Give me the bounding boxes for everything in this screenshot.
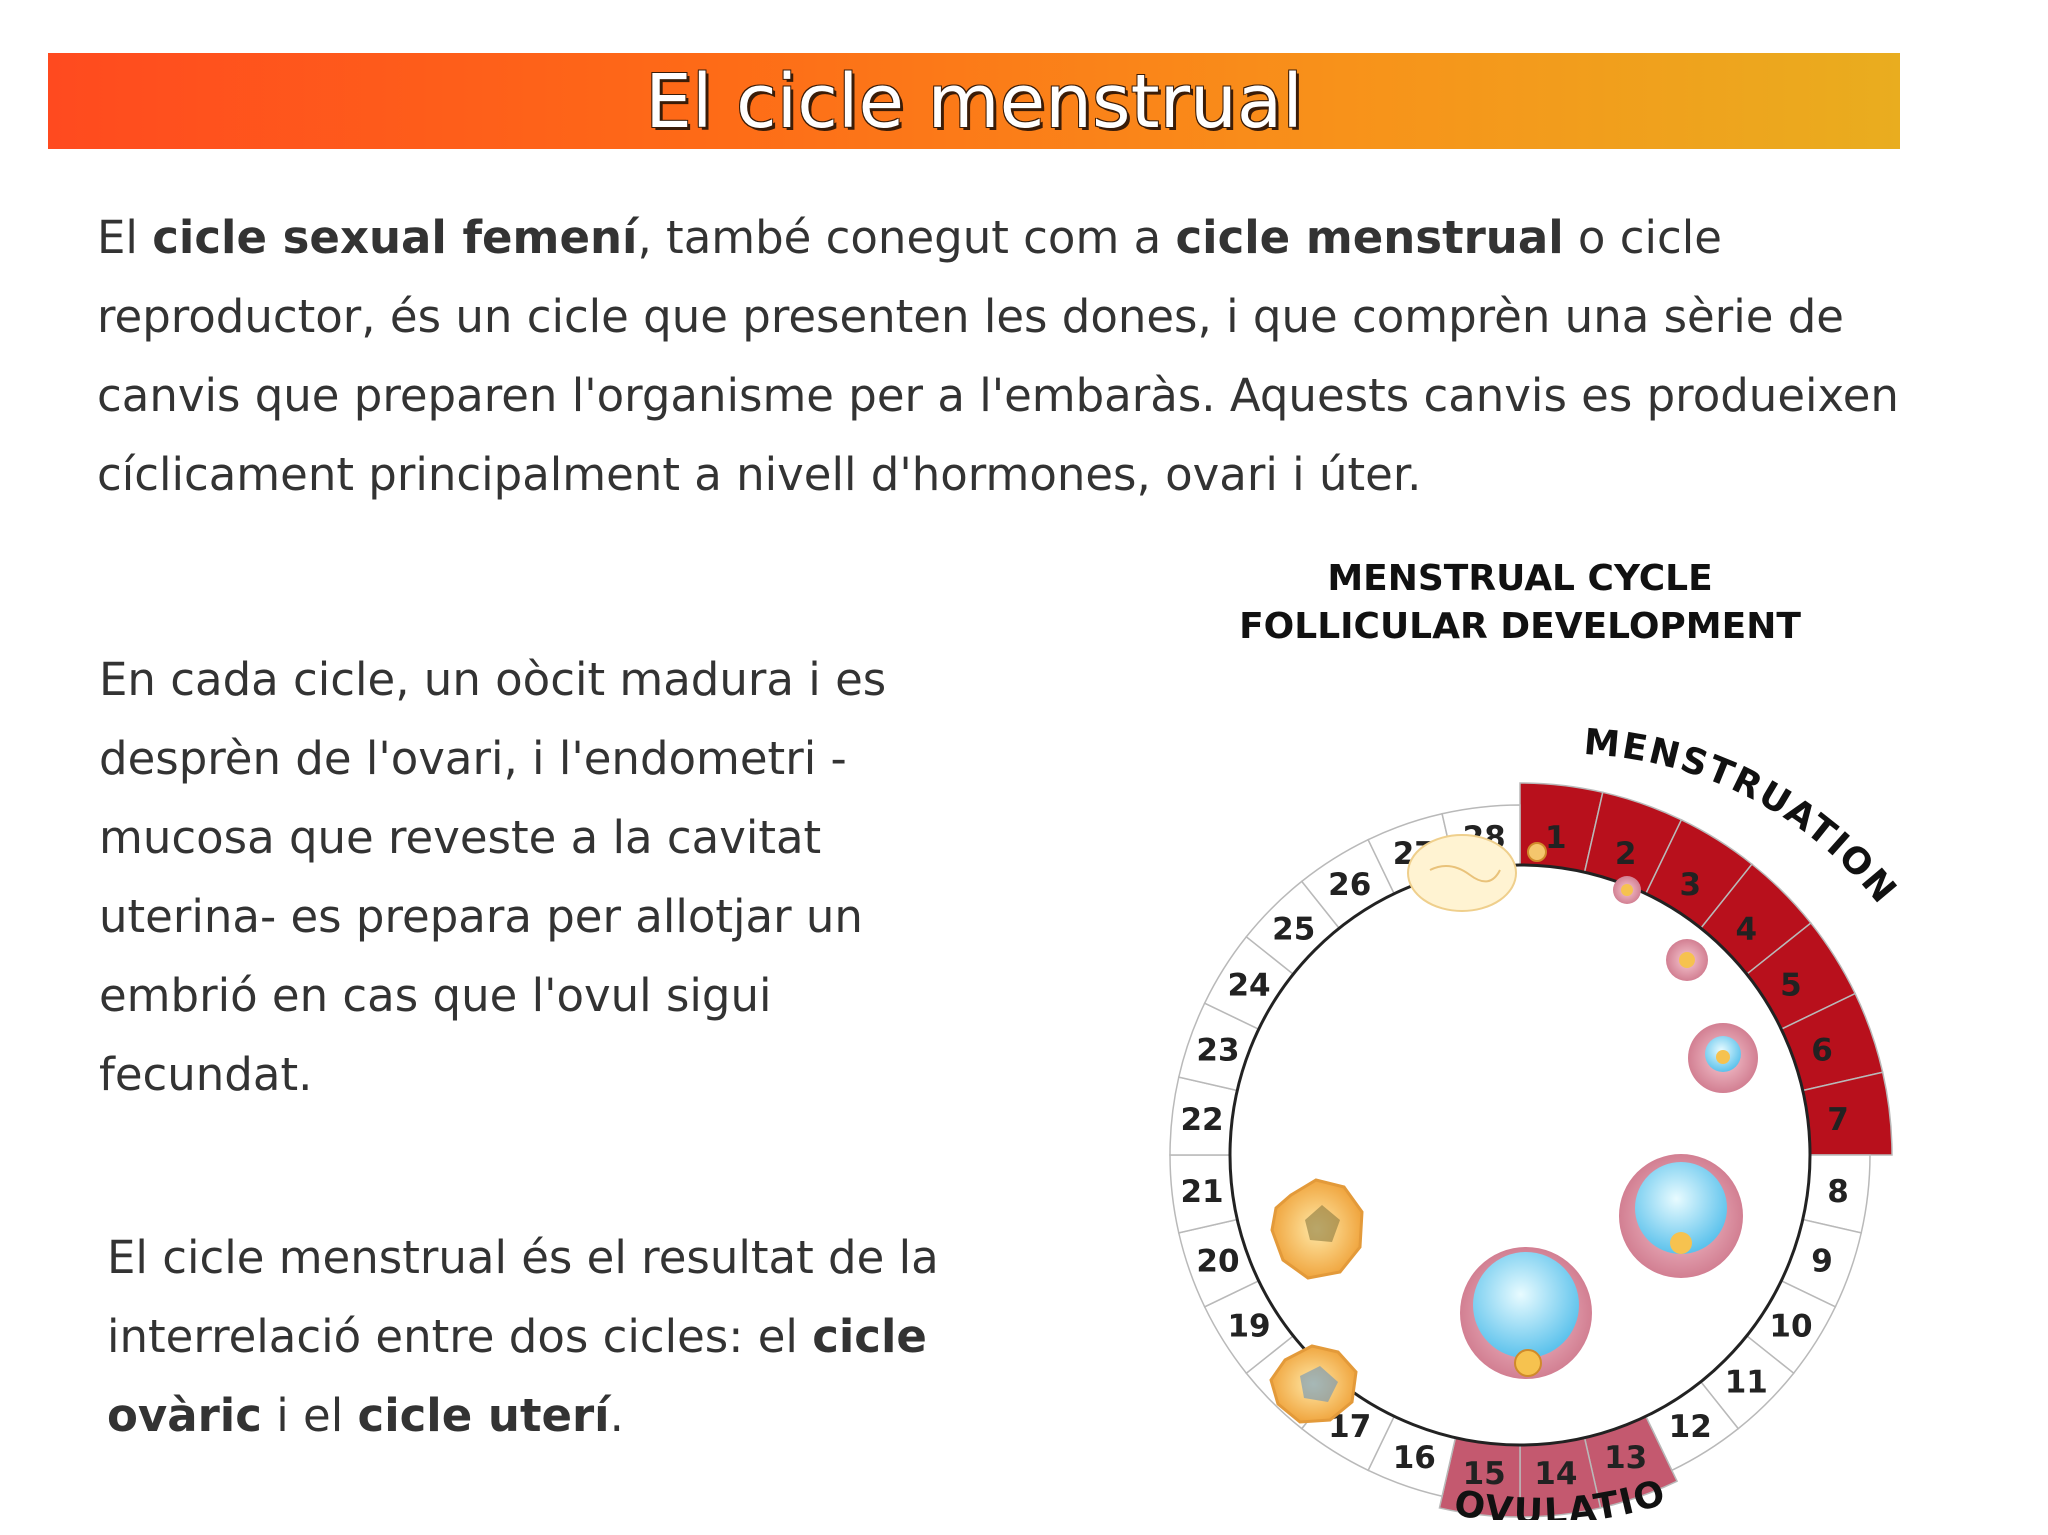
day-label-16: 16 bbox=[1393, 1440, 1436, 1476]
cycles-paragraph: El cicle menstrual és el resultat de la … bbox=[107, 1218, 987, 1455]
day-label-20: 20 bbox=[1196, 1244, 1239, 1280]
intro-paragraph: El cicle sexual femení, també conegut co… bbox=[97, 198, 1977, 514]
day-label-8: 8 bbox=[1827, 1174, 1849, 1210]
day-label-7: 7 bbox=[1827, 1102, 1849, 1138]
diagram-title-line1: MENSTRUAL CYCLE bbox=[1327, 558, 1712, 599]
corpus-albicans bbox=[1407, 834, 1517, 912]
menstrual-cycle-diagram: MENSTRUAL CYCLE FOLLICULAR DEVELOPMENT 1… bbox=[1140, 540, 1903, 1520]
ring-inner-circle bbox=[1228, 863, 1812, 1447]
day-label-24: 24 bbox=[1227, 968, 1270, 1004]
day-label-14: 14 bbox=[1534, 1456, 1577, 1492]
day-label-10: 10 bbox=[1769, 1308, 1812, 1344]
intro-bold-cicle-sexual: cicle sexual femení bbox=[152, 211, 638, 264]
day-label-2: 2 bbox=[1615, 836, 1637, 872]
day-label-15: 15 bbox=[1463, 1456, 1506, 1492]
day-label-22: 22 bbox=[1180, 1102, 1223, 1138]
follicle-stage-1 bbox=[1527, 842, 1547, 862]
day-label-26: 26 bbox=[1328, 867, 1371, 903]
day-label-3: 3 bbox=[1679, 867, 1701, 903]
oocyte-paragraph: En cada cicle, un oòcit madura i es desp… bbox=[99, 653, 887, 1101]
day-label-23: 23 bbox=[1196, 1032, 1239, 1068]
p3-text-1: El cicle menstrual és el resultat de la … bbox=[107, 1231, 939, 1363]
diagram-title-line2: FOLLICULAR DEVELOPMENT bbox=[1239, 606, 1801, 647]
page-title: El cicle menstrual bbox=[645, 59, 1303, 145]
day-label-19: 19 bbox=[1227, 1308, 1270, 1344]
day-label-11: 11 bbox=[1725, 1364, 1768, 1400]
title-bar: El cicle menstrual bbox=[48, 53, 1900, 149]
day-label-9: 9 bbox=[1811, 1244, 1833, 1280]
p3-bold-cicle-uteri: cicle uterí bbox=[357, 1389, 610, 1442]
cycle-day-ring bbox=[1169, 782, 1893, 1518]
intro-text-2: , també conegut com a bbox=[637, 211, 1176, 264]
p3-text-3: . bbox=[609, 1389, 624, 1442]
intro-text-1: El bbox=[97, 211, 153, 264]
day-label-13: 13 bbox=[1604, 1440, 1647, 1476]
intro-text-3: o cicle reproductor, és un cicle que pre… bbox=[97, 211, 1899, 501]
day-label-25: 25 bbox=[1272, 912, 1315, 948]
day-label-12: 12 bbox=[1669, 1409, 1712, 1445]
p3-bold-cicle-ovaric: cicle ovàric bbox=[107, 1310, 927, 1442]
day-label-5: 5 bbox=[1780, 968, 1802, 1004]
p3-text-2: i el bbox=[261, 1389, 358, 1442]
intro-bold-cicle-menstrual: cicle menstrual bbox=[1175, 211, 1564, 264]
ovulated-oocyte bbox=[1514, 1349, 1542, 1377]
follicle-illustrations bbox=[1269, 834, 1758, 1424]
day-label-6: 6 bbox=[1811, 1032, 1833, 1068]
day-label-4: 4 bbox=[1735, 912, 1757, 948]
day-label-21: 21 bbox=[1180, 1174, 1223, 1210]
day-label-1: 1 bbox=[1545, 820, 1567, 856]
